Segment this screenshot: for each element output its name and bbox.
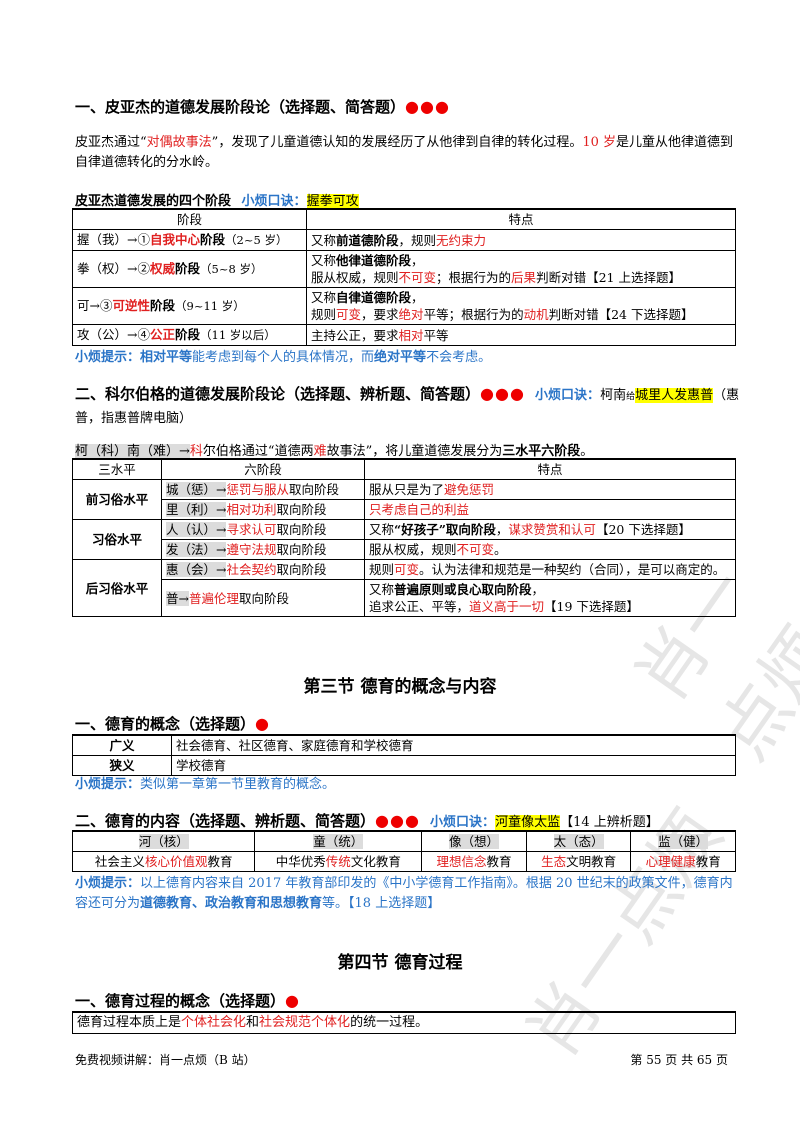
content-cell: 心理健康教育 bbox=[630, 851, 736, 872]
table-row: 里（利）→相对功利取向阶段 只考虑自己的利益 bbox=[73, 499, 736, 520]
feature-cell: 主持公正，要求相对平等 bbox=[306, 324, 736, 346]
broad-label: 广义 bbox=[72, 734, 172, 756]
feature-cell: 又称他律道德阶段， 服从权威，规则不可变；根据行为的后果判断对错【21 上选择题… bbox=[306, 250, 736, 288]
feature-cell: 又称自律道德阶段， 规则可变，要求绝对平等；根据行为的动机判断对错【24 下选择… bbox=[306, 287, 736, 325]
content-cell: 中华优秀传统文化教育 bbox=[254, 851, 423, 872]
moral-education-concept-table: 广义 社会德育、社区德育、家庭德育和学校德育 狭义 学校德育 bbox=[72, 734, 736, 776]
content-header: 像（想） bbox=[421, 830, 527, 852]
section-title-piaget: 一、皮亚杰的道德发展阶段论（选择题、简答题）●●● bbox=[75, 97, 450, 116]
stage-cell: 可→③可逆性阶段（9~11 岁） bbox=[72, 287, 307, 325]
content-cell: 社会主义核心价值观教育 bbox=[71, 851, 256, 872]
table-row: 前习俗水平 城（惩）→惩罚与服从取向阶段 服从只是为了避免惩罚 bbox=[72, 479, 736, 520]
content-cell: 生态文明教育 bbox=[525, 851, 632, 872]
level-cell: 习俗水平 bbox=[72, 519, 162, 560]
feature-cell: 服从只是为了避免惩罚 bbox=[364, 479, 736, 500]
header-feature: 特点 bbox=[306, 208, 736, 230]
piaget-intro: 皮亚杰通过“对偶故事法”，发现了儿童道德认知的发展经历了从他律到自律的转化过程。… bbox=[75, 135, 734, 170]
content-tip: 小烦提示：以上德育内容来自 2017 年教育部印发的《中小学德育工作指南》。根据… bbox=[75, 876, 733, 911]
moral-education-content-title: 二、德育的内容（选择题、辨析题、简答题）●●● 小烦口诀：河童像太监【14 上辨… bbox=[75, 811, 659, 830]
broad-text: 社会德育、社区德育、家庭德育和学校德育 bbox=[171, 734, 736, 756]
moral-education-concept-title: 一、德育的概念（选择题）● bbox=[75, 714, 270, 733]
feature-cell: 又称“好孩子”取向阶段，谋求赞赏和认可【20 下选择题】 bbox=[364, 519, 736, 540]
feature-cell: 又称普遍原则或良心取向阶段，追求公正、平等，道义高于一切【19 下选择题】 bbox=[364, 579, 736, 617]
table-row: 狭义 学校德育 bbox=[72, 755, 736, 776]
stage-cell: 拳（权）→②权威阶段（5~8 岁） bbox=[72, 250, 307, 288]
stage-cell: 普→普遍伦理取向阶段 bbox=[161, 579, 365, 617]
section3-heading: 第三节 德育的概念与内容 bbox=[303, 677, 497, 697]
table-row: 社会主义核心价值观教育 中华优秀传统文化教育 理想信念教育 生态文明教育 心理健… bbox=[71, 851, 736, 872]
table-row: 习俗水平 人（认）→寻求认可取向阶段 又称“好孩子”取向阶段，谋求赞赏和认可【2… bbox=[72, 519, 736, 560]
kohlberg-intro: 柯（科）南（难）→科尔伯格通过“道德两难故事法”，将儿童道德发展分为三水平六阶段… bbox=[75, 444, 594, 459]
level-cell: 前习俗水平 bbox=[72, 479, 162, 520]
header-level: 三水平 bbox=[72, 458, 162, 480]
header-stage: 六阶段 bbox=[161, 458, 365, 480]
table-row: 发（法）→遵守法规取向阶段 服从权威，规则不可变。 bbox=[73, 539, 736, 560]
footer-page-number: 第 55 页 共 65 页 bbox=[630, 1053, 728, 1067]
content-header: 河（核） bbox=[71, 830, 256, 852]
piaget-tip: 小烦提示：相对平等能考虑到每个人的具体情况，而绝对平等不会考虑。 bbox=[75, 350, 492, 365]
moral-process-box: 德育过程本质上是个体社会化和社会规范个体化的统一过程。 bbox=[72, 1011, 736, 1034]
stage-cell: 惠（会）→社会契约取向阶段 bbox=[161, 559, 365, 580]
section4-heading: 第四节 德育过程 bbox=[337, 953, 463, 973]
kohlberg-stages-table: 三水平 六阶段 特点 前习俗水平 城（惩）→惩罚与服从取向阶段 服从只是为了避免… bbox=[72, 458, 736, 617]
level-cell: 后习俗水平 bbox=[72, 559, 162, 617]
stage-cell: 握（我）→①自我中心阶段（2~5 岁） bbox=[72, 229, 307, 251]
stage-cell: 攻（公）→④公正阶段（11 岁以后） bbox=[72, 324, 307, 346]
feature-cell: 只考虑自己的利益 bbox=[364, 499, 736, 520]
table-row: 握（我）→①自我中心阶段（2~5 岁） 又称前道德阶段，规则无约束力 bbox=[72, 229, 736, 251]
stage-cell: 里（利）→相对功利取向阶段 bbox=[161, 499, 365, 520]
content-header: 太（态） bbox=[525, 830, 632, 852]
table-row: 普→普遍伦理取向阶段 又称普遍原则或良心取向阶段，追求公正、平等，道义高于一切【… bbox=[73, 579, 736, 617]
content-cell: 理想信念教育 bbox=[421, 851, 527, 872]
feature-cell: 又称前道德阶段，规则无约束力 bbox=[306, 229, 736, 251]
header-stage: 阶段 bbox=[72, 208, 307, 230]
section-title-kohlberg: 二、科尔伯格的道德发展阶段论（选择题、辨析题、简答题）●●● 小烦口诀：柯南给城… bbox=[75, 384, 740, 426]
footer-left: 免费视频讲解：肖一点烦（B 站） bbox=[75, 1053, 256, 1067]
table-row: 后习俗水平 惠（会）→社会契约取向阶段 规则可变。认为法律和规范是一种契约（合同… bbox=[72, 559, 736, 617]
feature-cell: 规则可变。认为法律和规范是一种契约（合同），是可以商定的。 bbox=[364, 559, 736, 580]
table-row: 可→③可逆性阶段（9~11 岁） 又称自律道德阶段， 规则可变，要求绝对平等；根… bbox=[72, 287, 736, 325]
narrow-text: 学校德育 bbox=[171, 755, 736, 776]
narrow-label: 狭义 bbox=[72, 755, 172, 776]
table-row: 攻（公）→④公正阶段（11 岁以后） 主持公正，要求相对平等 bbox=[72, 324, 736, 346]
content-header: 监（健） bbox=[630, 830, 736, 852]
piaget-stages-table: 阶段 特点 握（我）→①自我中心阶段（2~5 岁） 又称前道德阶段，规则无约束力… bbox=[72, 208, 736, 346]
stage-cell: 城（惩）→惩罚与服从取向阶段 bbox=[161, 479, 365, 500]
table-row: 拳（权）→②权威阶段（5~8 岁） 又称他律道德阶段， 服从权威，规则不可变；根… bbox=[72, 250, 736, 288]
stage-cell: 人（认）→寻求认可取向阶段 bbox=[161, 519, 365, 540]
stage-cell: 发（法）→遵守法规取向阶段 bbox=[161, 539, 365, 560]
piaget-table-title: 皮亚杰道德发展的四个阶段 小烦口诀：握拳可攻 bbox=[75, 194, 359, 209]
moral-process-concept-title: 一、德育过程的概念（选择题）● bbox=[75, 991, 300, 1010]
header-feature: 特点 bbox=[364, 458, 736, 480]
feature-cell: 服从权威，规则不可变。 bbox=[364, 539, 736, 560]
moral-education-content-table: 河（核） 童（统） 像（想） 太（态） 监（健） 社会主义核心价值观教育 中华优… bbox=[71, 830, 736, 872]
table-row: 广义 社会德育、社区德育、家庭德育和学校德育 bbox=[72, 734, 736, 756]
concept-tip: 小烦提示：类似第一章第一节里教育的概念。 bbox=[75, 777, 336, 792]
content-header: 童（统） bbox=[254, 830, 423, 852]
